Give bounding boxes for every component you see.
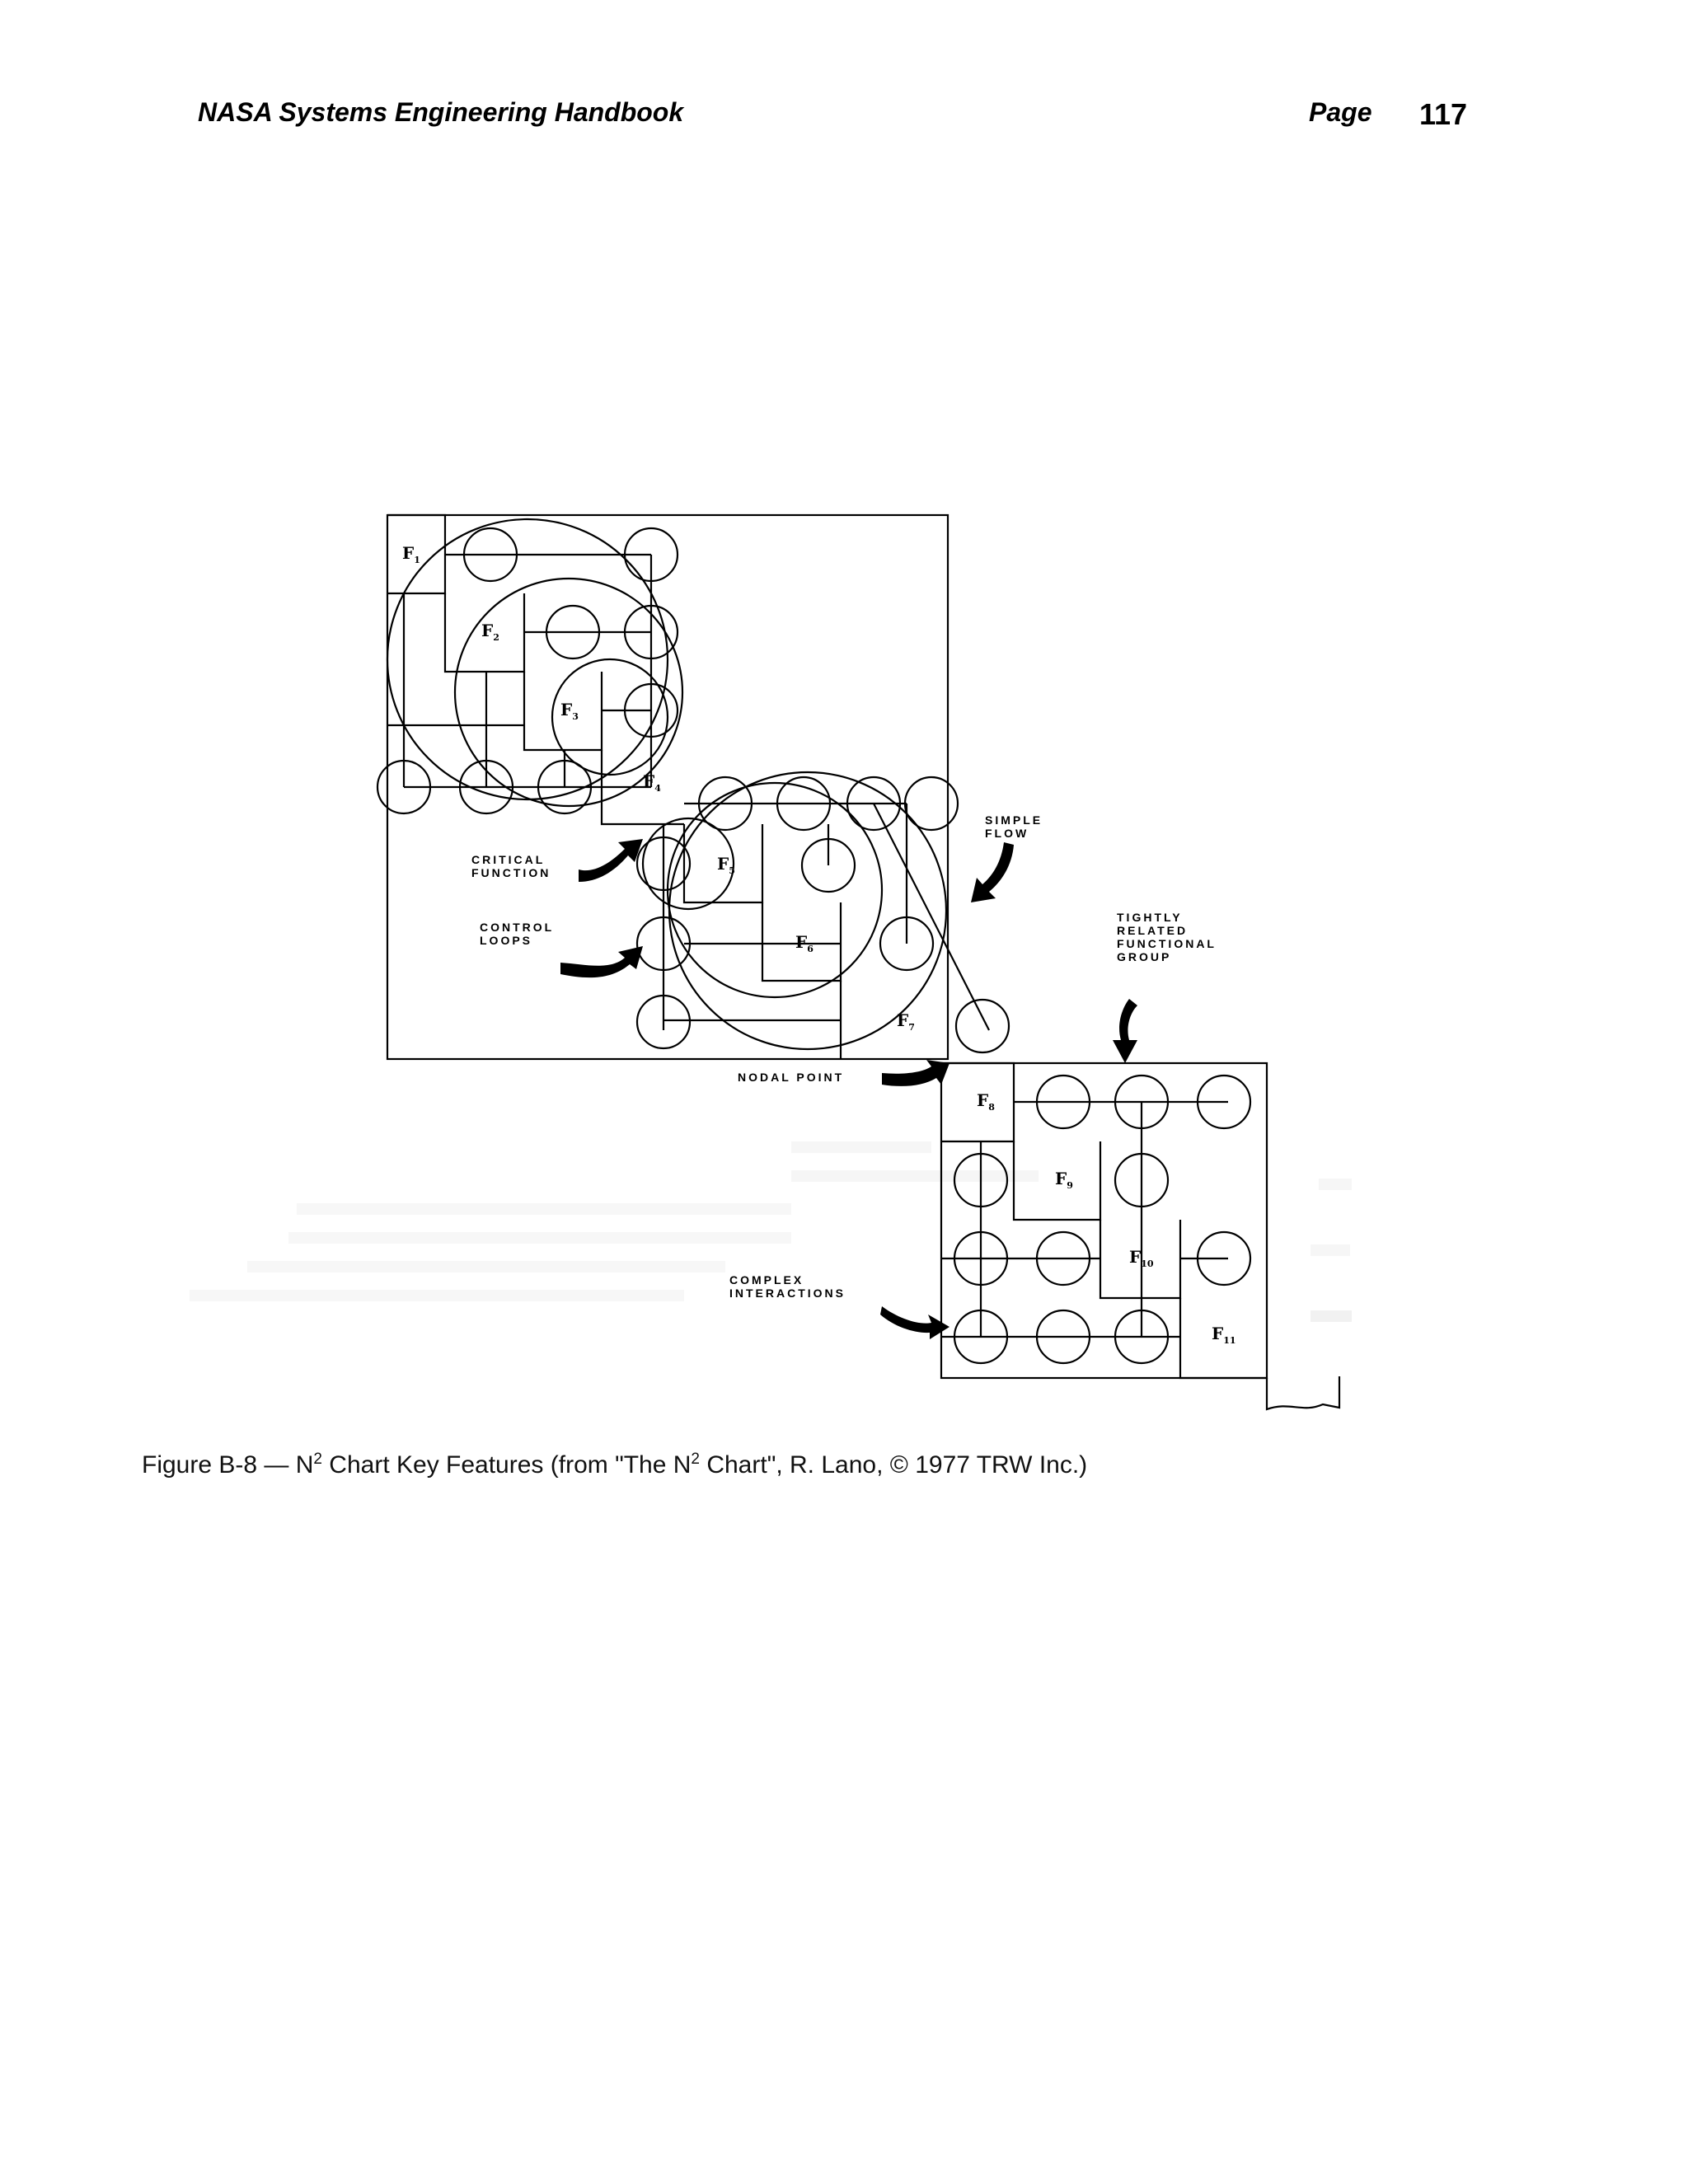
- node-circle: [953, 1309, 1009, 1365]
- bleed-through-line: [288, 1232, 791, 1244]
- group-circle: [641, 817, 735, 911]
- control-loops-label: CONTROL LOOPS: [480, 921, 560, 947]
- n2-chart-figure: F1 F2 F3 F4 F5 F6 F7 F8 F9 F10 F11 SIMPL…: [376, 513, 1341, 1411]
- node-circle: [954, 998, 1010, 1054]
- node-circle: [623, 682, 679, 738]
- node-circle: [1114, 1309, 1170, 1365]
- node-circle: [376, 759, 432, 815]
- complex-interactions-arrow: [880, 1306, 950, 1339]
- critical-function-label: CRITICAL FUNCTION: [471, 853, 551, 879]
- page-number: 117: [1419, 97, 1468, 131]
- function-label-f10: F10: [1129, 1247, 1154, 1269]
- nodal-point-label: NODAL POINT: [738, 1071, 844, 1084]
- bleed-through-line: [190, 1290, 684, 1301]
- simple-flow-arrow: [971, 842, 1014, 902]
- node-circle: [458, 759, 514, 815]
- function-label-f4: F4: [643, 771, 661, 794]
- bleed-through-line: [791, 1141, 931, 1153]
- tightly-related-arrow: [1113, 999, 1137, 1063]
- function-label-f3: F3: [560, 700, 579, 722]
- lower-chart-frame: [940, 1062, 1268, 1380]
- function-label-f2: F2: [481, 621, 499, 643]
- node-circle: [1196, 1230, 1252, 1286]
- node-circle: [953, 1230, 1009, 1286]
- interface-line: [873, 803, 990, 1031]
- function-label-f5: F5: [717, 854, 735, 876]
- caption-text: Chart", R. Lano, © 1977 TRW Inc.): [700, 1451, 1088, 1479]
- node-circle: [623, 604, 679, 660]
- critical-function-arrow: [579, 839, 643, 882]
- caption-text: Chart Key Features (from "The N: [321, 1451, 692, 1479]
- control-loops-arrow: [560, 946, 643, 978]
- node-circle: [800, 837, 856, 893]
- function-label-f7: F7: [897, 1010, 915, 1033]
- group-circle: [453, 577, 684, 808]
- f6-box: [761, 902, 842, 982]
- complex-interactions-label: COMPLEX INTERACTIONS: [729, 1273, 846, 1300]
- function-label-f1: F1: [402, 543, 420, 565]
- f11-box: [1179, 1298, 1267, 1380]
- bleed-through-line: [1311, 1310, 1352, 1322]
- node-circle: [537, 759, 593, 815]
- figure-caption: Figure B-8 — N2 Chart Key Features (from…: [142, 1451, 1087, 1479]
- tightly-related-label: TIGHTLY RELATED FUNCTIONAL GROUP: [1117, 911, 1222, 963]
- node-circle: [462, 527, 518, 583]
- page-label: Page: [1309, 97, 1372, 127]
- node-circle: [1035, 1230, 1091, 1286]
- node-circle: [1035, 1074, 1091, 1130]
- node-circle: [776, 776, 832, 832]
- bleed-through-line: [791, 1170, 1039, 1182]
- node-circle: [1114, 1152, 1170, 1208]
- group-circle: [551, 658, 669, 776]
- node-circle: [953, 1152, 1009, 1208]
- bleed-through-line: [1319, 1179, 1352, 1190]
- node-circle: [1035, 1309, 1091, 1365]
- node-circle: [635, 916, 692, 972]
- node-circle: [545, 604, 601, 660]
- bleed-through-line: [247, 1261, 725, 1272]
- node-circle: [635, 994, 692, 1050]
- caption-superscript: 2: [691, 1451, 700, 1468]
- nodal-point-arrow: [882, 1060, 950, 1086]
- node-circle: [903, 776, 959, 832]
- f5-box: [682, 824, 764, 904]
- caption-superscript: 2: [313, 1451, 322, 1468]
- function-label-f11: F11: [1212, 1324, 1236, 1346]
- bleed-through-line: [297, 1203, 791, 1215]
- f9-box: [1012, 1141, 1102, 1221]
- node-circle: [623, 527, 679, 583]
- node-circle: [1114, 1074, 1170, 1130]
- function-label-f6: F6: [795, 932, 814, 954]
- group-circle: [668, 771, 948, 1051]
- node-circle: [879, 916, 935, 972]
- torn-edge: [1265, 1376, 1341, 1411]
- upper-chart-frame: [386, 513, 950, 1061]
- function-label-f9: F9: [1055, 1169, 1073, 1191]
- caption-text: Figure B-8 — N: [142, 1451, 314, 1479]
- node-circle: [846, 776, 902, 832]
- function-label-f8: F8: [977, 1090, 995, 1113]
- node-circle: [1196, 1074, 1252, 1130]
- node-circle: [635, 836, 692, 892]
- node-circle: [697, 776, 753, 832]
- bleed-through-line: [1311, 1244, 1350, 1256]
- group-circle: [386, 518, 669, 801]
- handbook-title: NASA Systems Engineering Handbook: [198, 97, 684, 127]
- simple-flow-label: SIMPLE FLOW: [985, 813, 1048, 840]
